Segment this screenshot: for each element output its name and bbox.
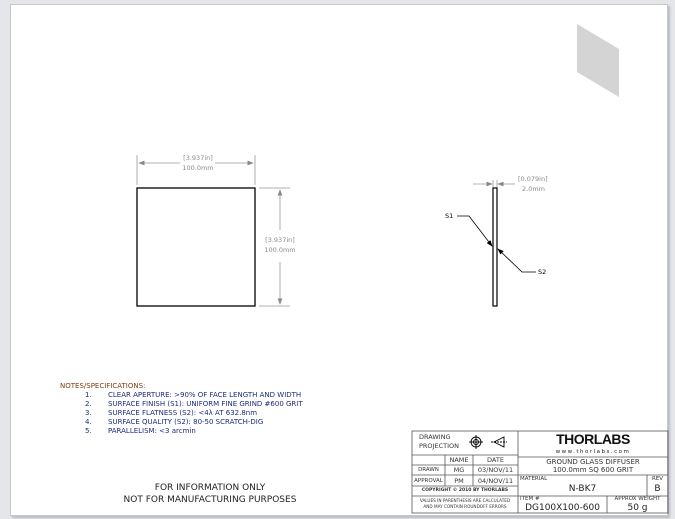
note-text: CLEAR APERTURE: >90% OF FACE LENGTH AND …	[108, 391, 302, 399]
projection-label-1: DRAWING	[419, 433, 451, 441]
front-view-square	[136, 187, 256, 307]
approval-name: PM	[454, 477, 464, 485]
copyright: COPYRIGHT © 2010 BY THORLABS	[421, 488, 509, 493]
note-number: 5.	[85, 427, 92, 435]
width-dim-inch: [3.937in]	[183, 154, 213, 162]
note-text: PARALLELISM: <3 arcmin	[108, 427, 196, 435]
height-dim-inch: [3.937in]	[265, 236, 295, 244]
notes-heading: NOTES/SPECIFICATIONS:	[60, 382, 146, 390]
item-number: DG100X100-600	[525, 502, 600, 513]
values-note-1: VALUES IN PARENTHESIS ARE CALCULATED	[419, 497, 511, 503]
note-text: SURFACE FLATNESS (S2): <4λ AT 632.8nm	[108, 409, 258, 417]
note-number: 4.	[85, 418, 92, 426]
disclaimer-line-2: NOT FOR MANUFACTURING PURPOSES	[123, 495, 297, 505]
thickness-dim-inch: [0.079in]	[518, 175, 548, 183]
rev-value: B	[654, 483, 661, 494]
weight-value: 50 g	[627, 502, 648, 513]
view-cube-icon	[577, 24, 619, 97]
approval-date: 04/NOV/11	[477, 477, 514, 485]
note-number: 2.	[85, 400, 92, 408]
height-dim-mm: 100.0mm	[264, 246, 296, 254]
surface-label-s2: S2	[538, 268, 547, 276]
drawn-label: DRAWN	[418, 467, 439, 473]
name-header: NAME	[449, 456, 469, 464]
note-text: SURFACE QUALITY (S2): 80-50 SCRATCH-DIG	[108, 418, 264, 426]
item-label: ITEM #	[520, 496, 540, 502]
drawn-date: 03/NOV/11	[477, 466, 514, 474]
weight-label: APPROX WEIGHT	[614, 496, 661, 502]
approval-label: APPROVAL	[414, 478, 443, 484]
date-header: DATE	[487, 456, 504, 464]
title-block-grid	[411, 430, 669, 514]
rev-label: REV	[651, 475, 664, 482]
thickness-dim-mm: 2.0mm	[522, 185, 546, 193]
thorlabs-logo: THORLABS	[556, 431, 630, 447]
projection-symbol-icon	[469, 435, 507, 449]
drawn-name: MG	[453, 466, 465, 474]
projection-label-2: PROJECTION	[419, 442, 459, 450]
surface-label-s1: S1	[445, 212, 454, 220]
material-label: MATERIAL	[520, 475, 548, 482]
part-title-1: GROUND GLASS DIFFUSER	[546, 457, 640, 466]
part-title-2: 100.0mm SQ 600 GRIT	[552, 466, 634, 474]
disclaimer-line-1: FOR INFORMATION ONLY	[154, 483, 266, 493]
note-number: 1.	[85, 391, 92, 399]
material-value: N-BK7	[568, 483, 597, 494]
website: www.thorlabs.com	[555, 448, 631, 455]
side-view-plate	[492, 187, 498, 307]
note-number: 3.	[85, 409, 92, 417]
width-dim-mm: 100.0mm	[182, 164, 214, 172]
note-text: SURFACE FINISH (S1): UNIFORM FINE GRIND …	[108, 400, 303, 408]
values-note-2: AND MAY CONTAIN ROUNDOFF ERRORS	[423, 504, 507, 509]
